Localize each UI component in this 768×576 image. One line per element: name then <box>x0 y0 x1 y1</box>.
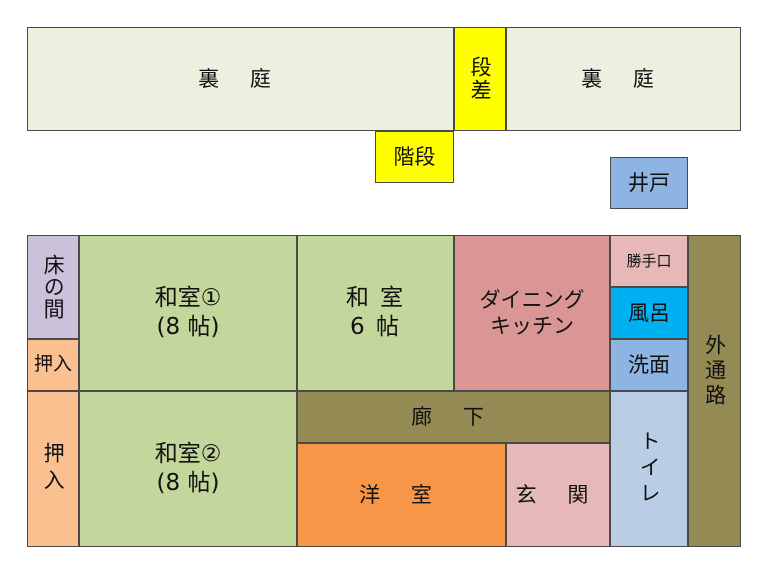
washitsu-2: 和室② (8 帖) <box>79 391 297 547</box>
step: 段差 <box>454 27 506 131</box>
yard-right-label: 裏 庭 <box>581 66 666 91</box>
step-label: 段差 <box>468 56 493 102</box>
closet-small-label: 押入 <box>33 353 72 376</box>
yard-left-label: 裏 庭 <box>198 66 283 91</box>
washroom: 洗面 <box>610 339 688 391</box>
dining-label-1: ダイニング <box>479 287 585 312</box>
outer-passage-label: 外通路 <box>702 333 727 409</box>
washitsu-1-size: (8 帖) <box>156 314 220 340</box>
toilet: トイレ <box>610 391 688 547</box>
outer-passage: 外通路 <box>688 235 741 547</box>
corridor: 廊 下 <box>297 391 610 443</box>
toilet-label: トイレ <box>637 430 662 508</box>
yard-left: 裏 庭 <box>27 27 454 131</box>
washitsu-6-size: 6 帖 <box>350 314 401 340</box>
washitsu-2-size: (8 帖) <box>156 470 220 496</box>
dining-label-2: キッチン <box>490 314 574 338</box>
washitsu-6: 和 室 6 帖 <box>297 235 454 391</box>
washitsu-1-name: 和室① <box>154 285 222 312</box>
entrance: 玄 関 <box>506 443 610 547</box>
tokonoma: 床の間 <box>27 235 79 339</box>
tokonoma-label: 床の間 <box>41 254 66 320</box>
kitchen-door: 勝手口 <box>610 235 688 287</box>
yard-right: 裏 庭 <box>506 27 741 131</box>
entrance-label: 玄 関 <box>515 482 601 507</box>
closet-small: 押入 <box>27 339 79 391</box>
washroom-label: 洗面 <box>628 352 670 377</box>
dining-kitchen: ダイニング キッチン <box>454 235 610 391</box>
corridor-label: 廊 下 <box>411 404 496 429</box>
washitsu-1: 和室① (8 帖) <box>79 235 297 391</box>
western-room-label: 洋 室 <box>359 482 444 507</box>
well-label: 井戸 <box>628 170 670 195</box>
bath: 風呂 <box>610 287 688 339</box>
closet-large-label: 押入 <box>41 442 66 496</box>
stairs: 階段 <box>375 131 454 183</box>
well: 井戸 <box>610 157 688 209</box>
washitsu-6-name: 和 室 <box>345 285 406 312</box>
western-room: 洋 室 <box>297 443 506 547</box>
stairs-label: 階段 <box>393 144 436 169</box>
bath-label: 風呂 <box>628 300 670 325</box>
washitsu-2-name: 和室② <box>154 441 222 468</box>
closet-large: 押入 <box>27 391 79 547</box>
kitchen-door-label: 勝手口 <box>626 251 672 270</box>
